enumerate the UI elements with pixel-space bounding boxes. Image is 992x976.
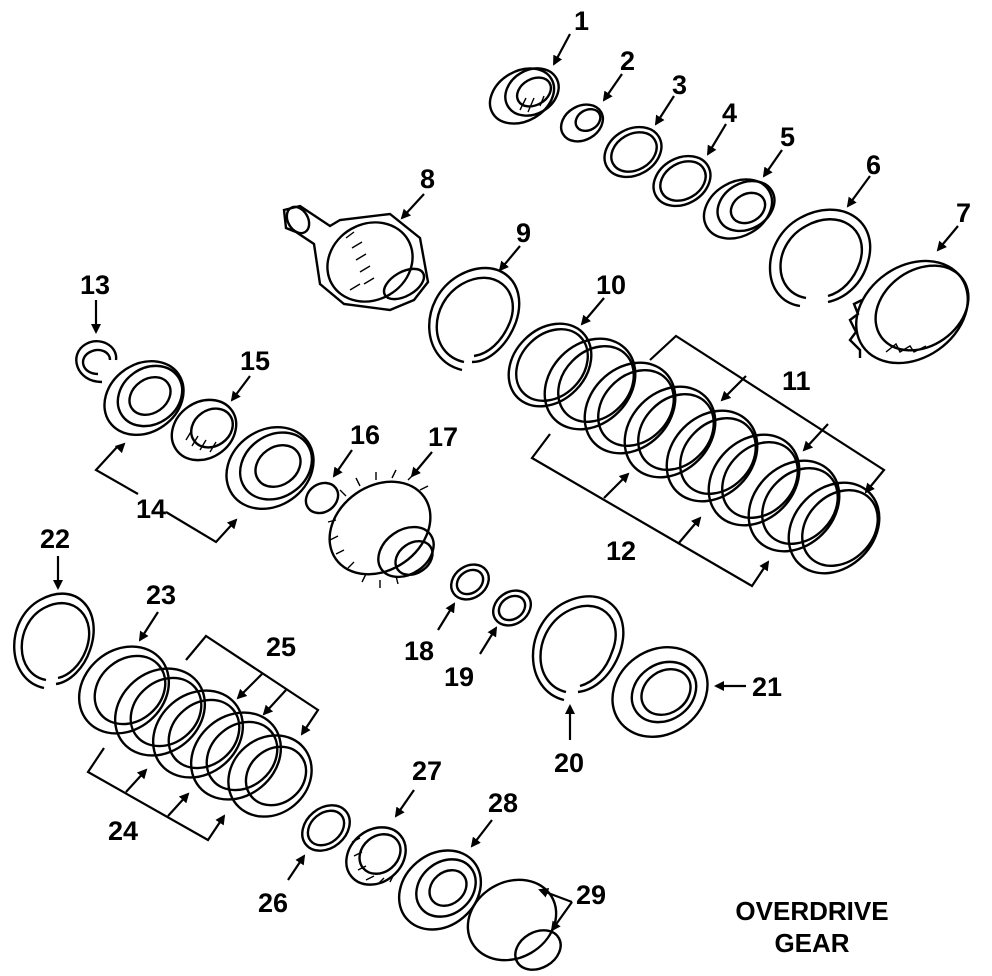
callout-9: 9 — [516, 218, 531, 248]
title-line-1: OVERDRIVE — [735, 896, 888, 926]
part-6-snap-ring — [768, 208, 872, 308]
callout-1: 1 — [574, 6, 589, 36]
callout-19: 19 — [444, 662, 474, 692]
part-29-seals — [466, 878, 562, 971]
part-14-bearing-race-outer — [225, 425, 315, 511]
callout-7: 7 — [956, 198, 971, 228]
callout-6: 6 — [866, 150, 881, 180]
part-21-plate — [611, 646, 709, 738]
part-18-ring — [450, 563, 490, 601]
callout-4: 4 — [722, 98, 737, 128]
callout-23: 23 — [146, 580, 176, 610]
leader-lines — [53, 33, 959, 932]
diagram-title: OVERDRIVE GEAR — [735, 896, 888, 958]
part-19-ring — [492, 589, 532, 627]
callout-2: 2 — [620, 46, 635, 76]
part-26-ring — [301, 804, 351, 852]
part-9-snap-ring — [428, 266, 521, 372]
callout-10: 10 — [596, 270, 626, 300]
part-5-bearing — [702, 178, 776, 240]
callout-labels: 1 2 3 4 5 6 7 8 9 10 11 12 13 14 15 16 1… — [40, 6, 971, 918]
callout-20: 20 — [554, 748, 584, 778]
callout-25: 25 — [266, 632, 296, 662]
part-20-snap-ring — [531, 595, 625, 702]
callout-11: 11 — [782, 366, 811, 396]
part-7-drum — [848, 259, 970, 365]
callout-8: 8 — [420, 164, 435, 194]
callout-3: 3 — [672, 70, 687, 100]
part-11-friction-plates — [543, 337, 841, 553]
callout-26: 26 — [258, 888, 288, 918]
part-13-snap-ring — [75, 339, 118, 384]
part-17-gear — [327, 469, 435, 588]
callout-13: 13 — [80, 270, 110, 300]
callout-24: 24 — [108, 816, 138, 846]
part-23-25-clutch-stack — [77, 645, 313, 818]
part-15-roller-bearing — [170, 398, 238, 462]
part-4-ring — [652, 154, 712, 208]
part-8-sun-gear — [282, 204, 430, 312]
callout-22: 22 — [40, 524, 70, 554]
callout-27: 27 — [412, 756, 442, 786]
part-28-race — [397, 849, 483, 931]
callout-16: 16 — [350, 420, 380, 450]
part-27-roller-clutch — [345, 826, 407, 886]
callout-28: 28 — [488, 788, 518, 818]
part-2-small-bearing — [559, 103, 605, 143]
callout-17: 17 — [428, 422, 458, 452]
part-22-snap-ring — [13, 592, 95, 690]
part-12-pressure-plate — [787, 481, 881, 575]
part-16-o-ring — [304, 481, 340, 515]
part-3-ring — [603, 125, 663, 179]
callout-29: 29 — [576, 880, 606, 910]
callout-14: 14 — [136, 494, 166, 524]
part-10-clutch-plate — [507, 322, 593, 408]
callout-18: 18 — [404, 636, 434, 666]
callout-5: 5 — [780, 122, 795, 152]
callout-15: 15 — [240, 346, 270, 376]
callout-12: 12 — [606, 536, 636, 566]
title-line-2: GEAR — [774, 928, 849, 958]
part-1-bearing — [488, 67, 560, 125]
callout-21: 21 — [752, 672, 782, 702]
part-14-bearing-race — [103, 359, 185, 437]
